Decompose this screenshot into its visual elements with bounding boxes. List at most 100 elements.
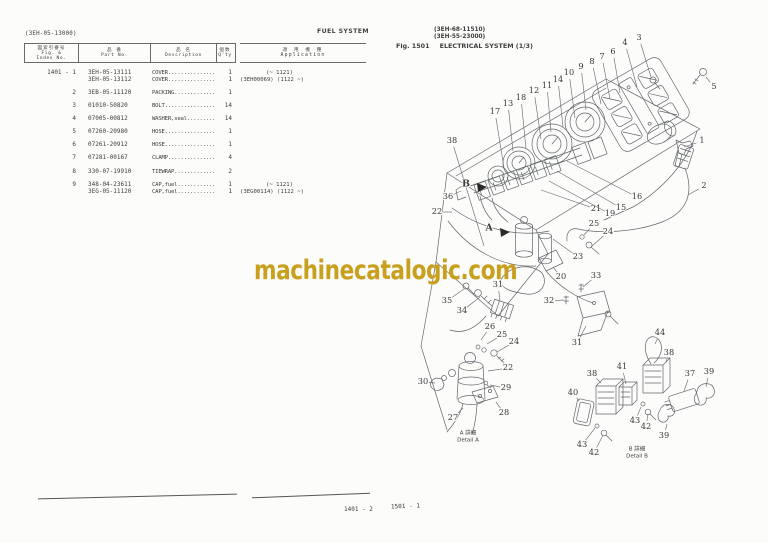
- leader-line: [466, 296, 481, 308]
- callout-26: 26: [485, 321, 495, 331]
- header-part-no: 品 番 Part No.: [79, 44, 151, 62]
- detail-label-jp: B 詳細: [629, 445, 646, 453]
- callout-19: 19: [605, 208, 615, 218]
- cell-qty: 1: [228, 75, 232, 83]
- callout-25: 25: [497, 329, 507, 339]
- cell-desc: TIEWRAP.............: [152, 168, 216, 175]
- leader-line: [554, 299, 565, 301]
- leader-line: [495, 401, 501, 409]
- leader-line: [581, 72, 587, 111]
- leader-line: [665, 423, 668, 431]
- leader-line: [496, 344, 509, 353]
- header-description: 品 名 Description: [151, 44, 217, 62]
- callout-27: 27: [448, 412, 458, 422]
- callout-13: 13: [503, 98, 513, 108]
- header-qty-en: Q'ty: [218, 53, 232, 58]
- leader-line: [583, 228, 591, 236]
- callout-14: 14: [553, 74, 563, 84]
- callout-11: 11: [542, 80, 552, 90]
- callout-44: 44: [655, 327, 665, 337]
- leader-line: [453, 146, 485, 247]
- leader-line: [576, 397, 580, 402]
- header-application-en: Application: [280, 52, 326, 58]
- right-page-header: (3EH-68-11510) (3EH-55-23000) Fig. 1501 …: [396, 27, 616, 50]
- callout-29: 29: [501, 382, 511, 392]
- header-description-jp: 品 名: [176, 48, 191, 53]
- leader-line: [552, 238, 574, 254]
- callout-10: 10: [564, 67, 574, 77]
- callout-43: 43: [577, 439, 587, 449]
- leader-line: [540, 189, 591, 208]
- callout-31: 31: [572, 337, 582, 347]
- cell-desc: WASHER,seal.........: [152, 116, 216, 123]
- leader-line: [613, 57, 621, 94]
- cell-qty: 1: [228, 187, 232, 195]
- left-page-code: (3EH-05-13000): [25, 31, 77, 37]
- callout-15: 15: [616, 202, 626, 212]
- cell-desc: HOSE................: [152, 129, 216, 136]
- callout-42: 42: [589, 447, 599, 457]
- cell-fig: 4: [72, 115, 76, 123]
- left-page-number: 1401 - 2: [344, 506, 373, 513]
- detail-label-en: Detail A: [457, 438, 479, 444]
- callout-5: 5: [711, 81, 716, 91]
- leader-line: [508, 109, 514, 152]
- callout-17: 17: [490, 106, 500, 116]
- callout-25: 25: [589, 218, 599, 228]
- leader-line: [640, 43, 652, 78]
- instrument-panel-line-art: [420, 57, 715, 442]
- leader-line: [457, 407, 464, 414]
- cell-desc: CLAMP...............: [152, 155, 216, 162]
- callout-37: 37: [685, 368, 695, 378]
- leader-line: [596, 434, 604, 448]
- cell-fig: 5: [72, 128, 76, 136]
- leader-line: [534, 96, 542, 140]
- leader-line: [591, 235, 604, 247]
- leader-line: [683, 142, 697, 148]
- watermark: machinecatalogic.com: [254, 255, 518, 286]
- cell-desc: PACKING.............: [152, 90, 216, 96]
- callout-39: 39: [704, 366, 714, 376]
- callout-B: B: [462, 179, 470, 190]
- callout-33: 33: [591, 270, 601, 280]
- cell-desc: COVER...............: [152, 70, 216, 76]
- callout-3: 3: [636, 32, 641, 42]
- detail-label-jp: A 詳細: [460, 429, 477, 437]
- cell-qty: 1: [228, 141, 232, 149]
- callout-40: 40: [568, 387, 578, 397]
- leader-line: [552, 266, 558, 273]
- leader-line: [487, 368, 503, 372]
- cell-fig: 8: [72, 167, 76, 175]
- callout-18: 18: [516, 92, 526, 102]
- callout-34: 34: [457, 305, 467, 315]
- callout-38: 38: [664, 347, 674, 357]
- callout-24: 24: [509, 336, 519, 346]
- leader-line: [495, 117, 505, 169]
- cell-qty: 1: [228, 180, 232, 188]
- leader-line: [637, 406, 642, 416]
- cell-desc: BOLT................: [152, 103, 216, 110]
- header-fig-index-en: Fig. & Index No.: [36, 50, 67, 61]
- header-application-jp: 適 用 機 種: [282, 47, 324, 53]
- left-page-section-title: FUEL SYSTEM: [317, 28, 369, 35]
- header-description-en: Description: [164, 53, 203, 58]
- cell-part: 348-04-23611: [88, 180, 132, 188]
- leader-line: [489, 384, 501, 388]
- right-page-code2: (3EH-55-23000): [434, 34, 486, 40]
- callout-12: 12: [529, 85, 539, 95]
- cell-desc: CAP,fuel............: [152, 181, 216, 188]
- leader-line: [579, 325, 587, 338]
- cell-part: 07005-00812: [88, 115, 128, 123]
- leader-line: [480, 331, 487, 341]
- callout-2: 2: [701, 180, 706, 190]
- leader-line: [654, 338, 658, 345]
